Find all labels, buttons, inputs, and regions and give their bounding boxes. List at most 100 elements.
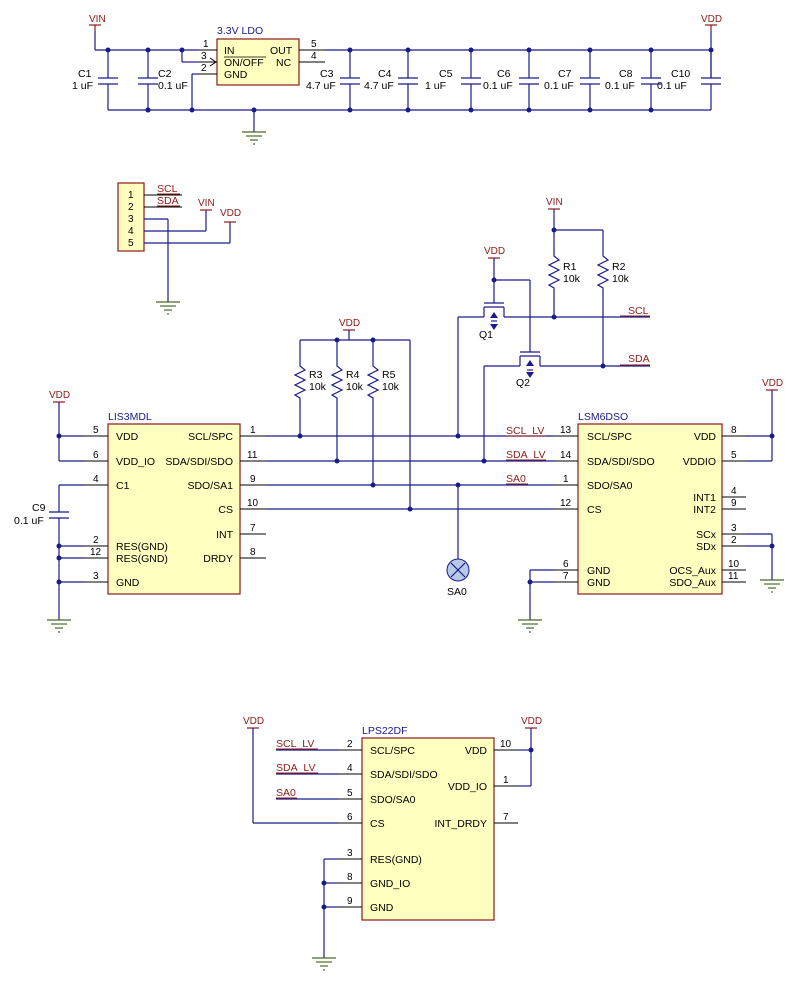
resistor-value: 10k [382,381,400,393]
header-pin-2: 2 [128,202,134,213]
pin-number: 11 [247,450,258,461]
capacitor-c2: C20.1 uF [138,68,188,113]
resistor-value: 10k [309,381,327,393]
pin-name: INT1 [693,492,716,504]
pin-number: 2 [93,535,99,546]
ldo-section: VIN 3.3V LDO IN ON/OFF GND OUT NC 1 3 2 … [89,14,722,145]
pin-number: 8 [250,547,256,558]
resistor-ref: R4 [346,369,360,381]
capacitor-c4: C44.7 uF [364,47,418,113]
lps-net-sa0: SA0 [276,787,296,799]
pin-name: RES(GND) [370,854,422,866]
test-point-label: SA0 [447,586,467,598]
cap-ref: C3 [320,68,334,80]
ground-icon [47,619,71,633]
pin-number: 5 [731,450,737,461]
pin-number: 6 [93,450,99,461]
level-shifter: VIN VDD Q1 [455,197,650,464]
pin-number: 4 [731,486,737,497]
header-pin-1: 1 [128,190,134,201]
net-scl-label: SCL [628,305,649,317]
cap-ref: C7 [558,68,572,80]
pin-number: 5 [347,788,353,799]
pin-number: 1 [250,425,256,436]
pin-number: 4 [93,474,99,485]
net-sda-lv-label: SDA_LV [506,449,546,461]
resistor-value: 10k [563,273,581,285]
pin-number: 7 [563,571,569,582]
capacitor-c8: C80.1 uF [605,47,661,113]
header-pin-4: 4 [128,226,134,237]
resistor-value: 10k [612,273,630,285]
lps-vdd-right-label: VDD [521,716,542,727]
pin-name: RES(GND) [116,541,168,553]
pin-number: 9 [347,896,353,907]
ldo-pin-onoff: ON/OFF [224,57,264,69]
c9-val: 0.1 uF [14,515,44,527]
lis3mdl-vdd-label: VDD [49,390,70,401]
lps-net-scl-lv: SCL_LV [276,738,314,750]
ldo-num-onoff: 3 [201,51,207,62]
ldo-name: 3.3V LDO [217,25,263,37]
ground-icon [156,301,180,315]
pin-name: GND [116,577,140,589]
pin-number: 9 [731,498,737,509]
cap-value: 0.1 uF [544,80,574,92]
pullup-network: VDD [299,318,411,509]
pin-number: 10 [728,559,740,570]
pin-name: DRDY [203,553,233,565]
pin-name: CS [587,504,602,516]
signal-bus: SCL_LV SDA_LV SA0 SA0 [266,425,554,598]
cap-value: 0.1 uF [483,80,513,92]
pin-name: SDx [696,541,717,553]
pin-number: 2 [731,535,737,546]
ldo-pin-nc: NC [276,57,292,69]
ldo-pin-out: OUT [270,45,293,57]
cap-ref: C6 [497,68,511,80]
cap-value: 0.1 uF [605,80,635,92]
cap-value: 0.1 uF [657,80,687,92]
vin-label-top: VIN [89,14,106,25]
capacitor-c1: C11 uF [72,68,118,110]
header-net-sda: SDA [157,195,179,207]
pin-name: VDD [694,431,717,443]
resistor-value: 10k [346,381,364,393]
pin-name: SDO/SA1 [187,480,233,492]
lps-net-sda-lv: SDA_LV [276,762,316,774]
pin-name: SDO/SA0 [587,480,633,492]
pin-number: 1 [563,474,569,485]
pullup-vdd-label: VDD [339,318,360,329]
pin-number: 9 [250,474,256,485]
resistor-ref: R3 [309,369,323,381]
net-scl-lv-label: SCL_LV [506,425,544,437]
pin-number: 2 [347,739,353,750]
cap-ref: C5 [439,68,453,80]
pin-name: GND [587,565,611,577]
pin-name: C1 [116,480,130,492]
cap-value: 4.7 uF [306,80,336,92]
pin-number: 7 [250,523,256,534]
